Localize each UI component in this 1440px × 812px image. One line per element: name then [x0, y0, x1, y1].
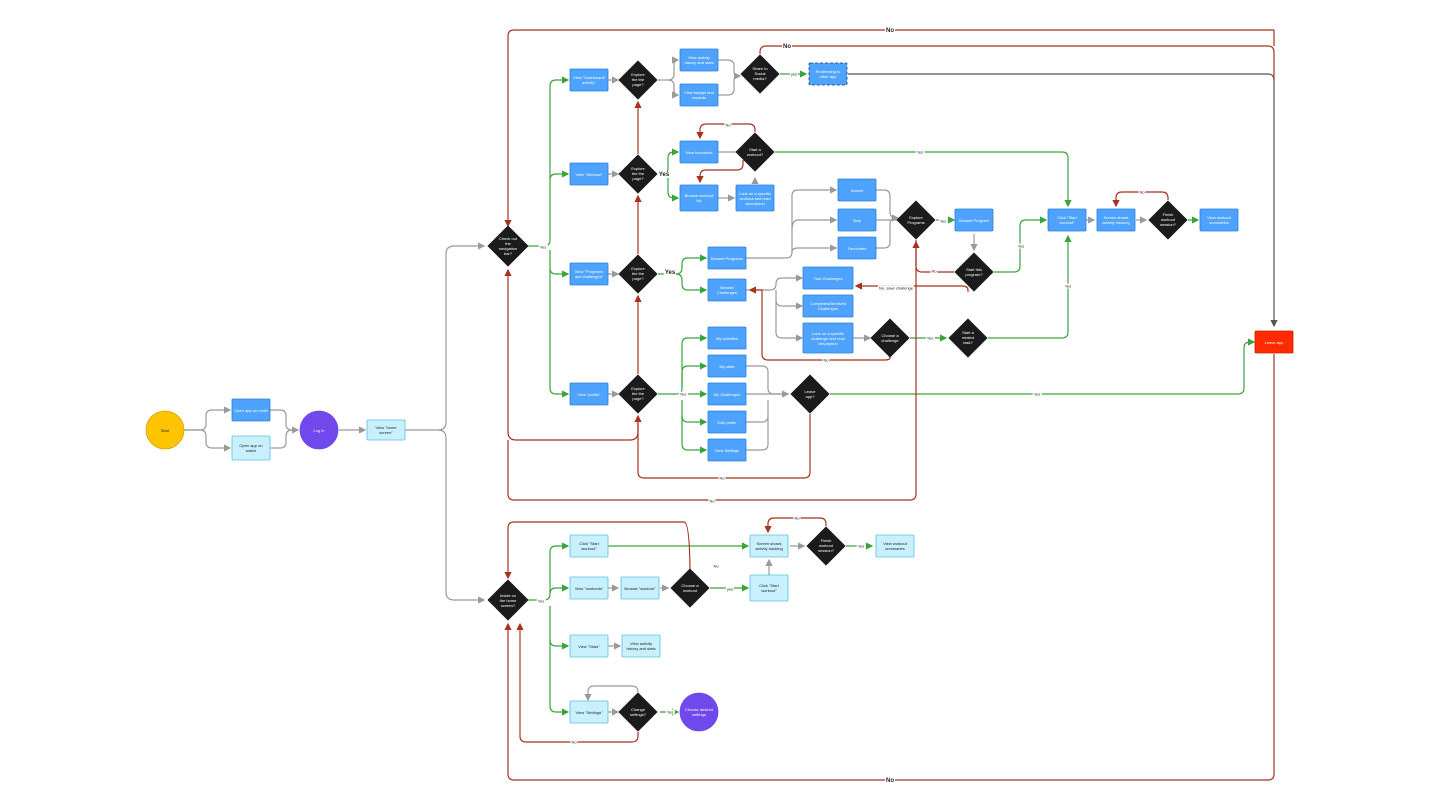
node-shape-browse-program [954, 208, 994, 232]
edge-label-yes: Yes [536, 598, 546, 604]
node-shape-w-tracking [749, 534, 789, 558]
node-shape-activity-hist [679, 48, 719, 72]
node-shape-w-click-start2 [749, 574, 789, 602]
node-shape-view-home-mobile [366, 419, 406, 441]
node-shape-browse-prog [707, 246, 747, 270]
node-shape-w-browse [620, 576, 660, 600]
edge-label-no: No [793, 515, 801, 521]
node-shape-redirect [808, 62, 848, 86]
edge-label-yes: Yes [1063, 283, 1073, 289]
edge-label-yes: Yes [856, 543, 866, 549]
node-shape-w-q-choose [670, 568, 710, 608]
node-shape-q-share [740, 54, 780, 94]
node-shape-q-explore-prog [896, 200, 936, 240]
edge-label-yes-lower: yes [725, 586, 735, 592]
edge-label-no: No [718, 475, 726, 481]
edge-label-yes: Yes [1032, 391, 1042, 397]
node-shape-open-watch [231, 435, 271, 461]
node-shape-w-stats [569, 634, 609, 658]
node-shape-w-view-workouts [569, 576, 609, 600]
node-shape-log-in [299, 410, 339, 450]
edge-label-yes: Yes [657, 172, 671, 178]
node-shape-w-click-start [569, 534, 609, 558]
node-shape-w-settings [569, 700, 609, 724]
edge-label-no: No [885, 28, 895, 34]
edge-label-no: No [822, 357, 830, 363]
node-shape-open-mobile [231, 398, 271, 422]
node-shape-w-choose-settings [679, 692, 719, 732]
node-shape-q-home-watch [487, 579, 529, 621]
node-shape-q-programs [618, 254, 658, 294]
edge-label-yes: Yes [678, 391, 688, 397]
node-shape-q-finish [1148, 200, 1188, 240]
node-shape-browse-w [679, 184, 719, 212]
node-shape-q-dash [618, 60, 658, 100]
node-shape-summary [1199, 208, 1239, 232]
node-shape-stop [837, 208, 877, 232]
node-shape-favorites-p [837, 236, 877, 260]
node-shape-profile [569, 382, 609, 406]
node-shape-view-settings [707, 438, 747, 462]
node-shape-my-activities [707, 326, 747, 350]
edge-label-no: No [930, 268, 938, 274]
edge-label-no: No [782, 44, 792, 50]
node-shape-edit-profile [707, 410, 747, 434]
node-shape-look-chal [802, 322, 854, 354]
edge-label-yes: Yes [915, 149, 925, 155]
node-shape-browse-chal [707, 278, 747, 302]
node-shape-search [837, 178, 877, 202]
edge-label-no: No [885, 778, 895, 784]
edge-label-yes: Yes [665, 709, 675, 715]
node-shape-w-summary [875, 534, 915, 558]
edge-label-no: No [1138, 189, 1146, 195]
node-shape-w-q-change [618, 692, 658, 732]
node-shape-completed-chal [802, 294, 854, 318]
node-shape-my-stats [707, 354, 747, 378]
node-shape-q-start-w [735, 132, 775, 172]
node-shape-workout [569, 162, 609, 186]
node-shape-look-w [735, 184, 775, 212]
edge-label-yes: Yes [925, 335, 935, 341]
edge-label-no: No [570, 739, 578, 745]
node-shape-my-challenges [707, 382, 747, 406]
node-shape-q-start-chal [948, 318, 988, 358]
edge-label-no: No [724, 122, 732, 128]
edge-label-no: No [708, 498, 716, 504]
edge-label-yes: Yes [663, 270, 677, 276]
node-shape-favorites-w [679, 140, 719, 164]
edge-label-yes: Yes [938, 218, 948, 224]
node-shape-q-profile [618, 374, 658, 414]
node-shape-leave-app [1254, 330, 1294, 354]
node-shape-your-chal [802, 266, 854, 290]
node-shape-w-q-finish [806, 526, 846, 566]
node-shape-badges [679, 83, 719, 107]
edge-label-no: No [712, 563, 720, 569]
node-shape-w-activity [621, 634, 661, 658]
node-shape-q-leave [790, 374, 830, 414]
node-shape-q-choose-chal [870, 318, 910, 358]
node-shape-q-start-prog [954, 252, 994, 292]
edge-label-yes: Yes [538, 244, 548, 250]
edge-label-no-save: No, save challenge [877, 285, 915, 291]
node-shape-dash [569, 68, 609, 92]
edge-label-yes-lower: yes [789, 71, 799, 77]
edge-label-yes: Yes [1016, 243, 1026, 249]
node-shape-tracking [1096, 208, 1136, 232]
node-shape-q-workout [618, 154, 658, 194]
node-shape-q-nav-mobile [487, 225, 529, 267]
node-shape-programs [569, 262, 609, 286]
node-shape-start [145, 410, 185, 450]
node-shape-click-start [1047, 208, 1087, 232]
